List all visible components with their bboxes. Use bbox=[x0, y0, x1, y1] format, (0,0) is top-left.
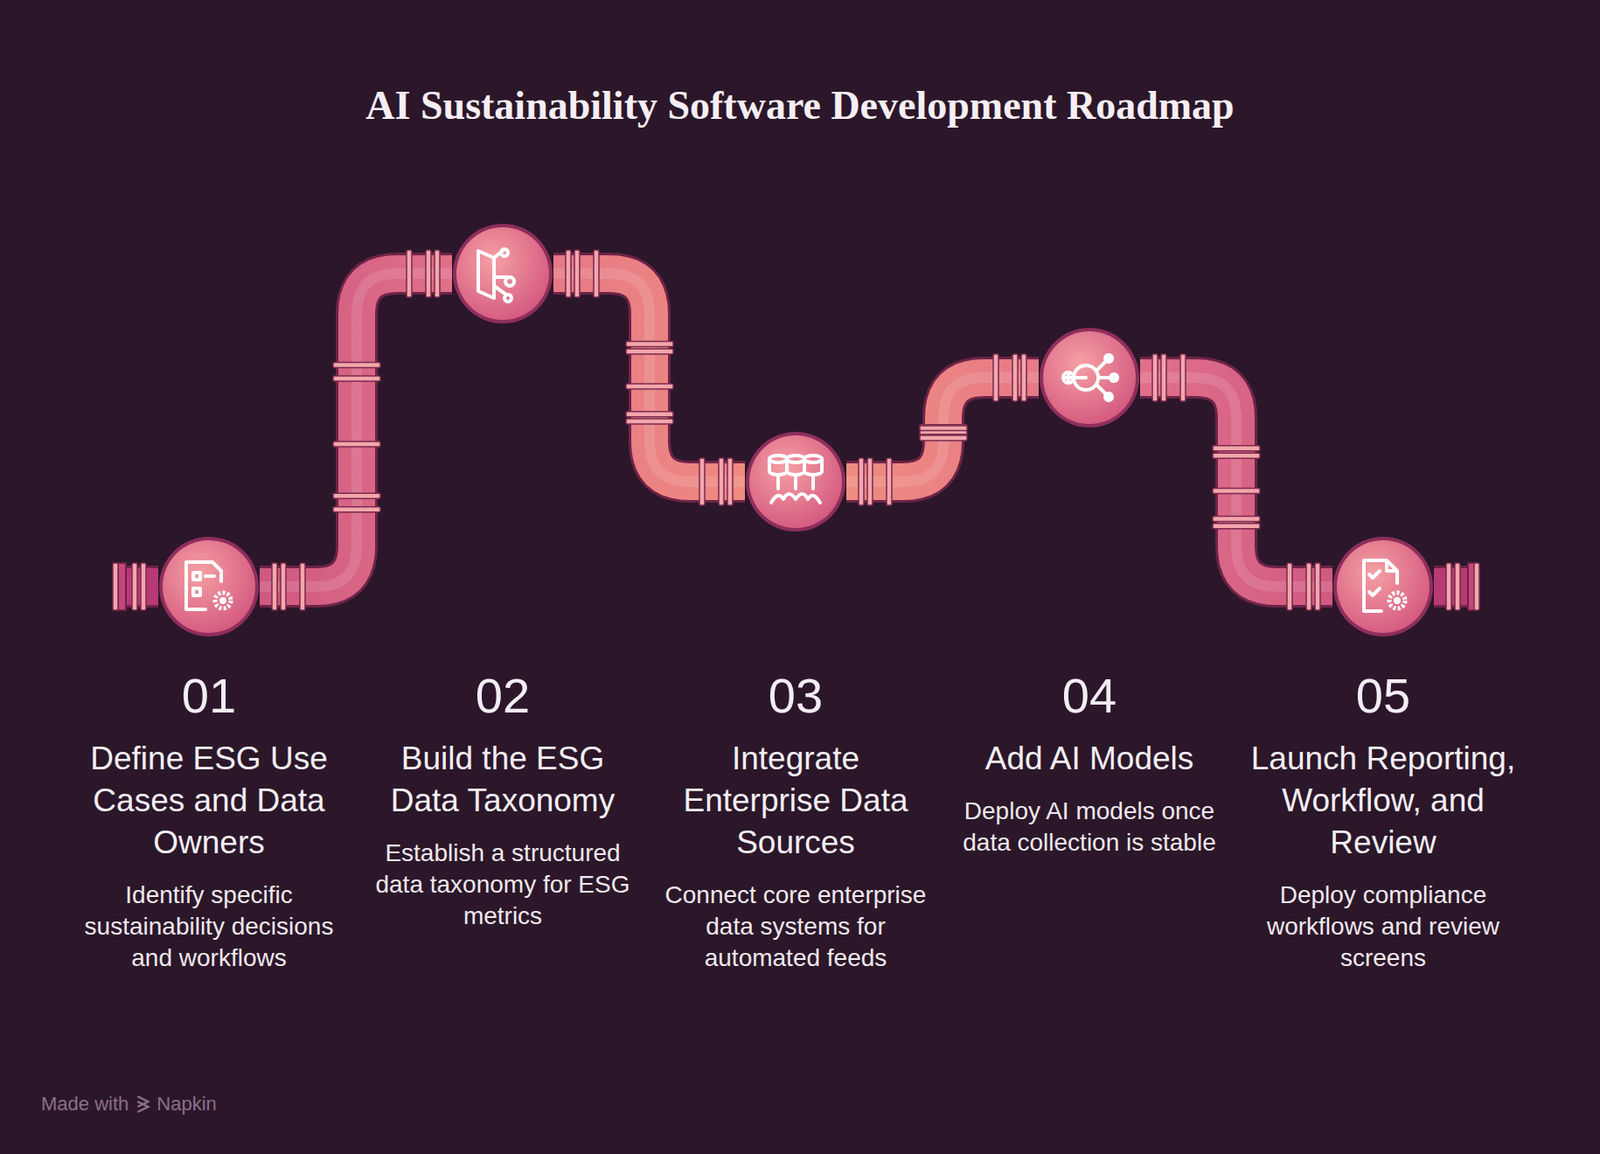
step-node: 03Integrate Enterprise Data SourcesConne… bbox=[744, 431, 847, 533]
pipe-flange bbox=[425, 250, 432, 298]
pipe-flange bbox=[1286, 563, 1293, 611]
pipe-outline bbox=[846, 377, 1039, 482]
step-description: Deploy AI models once data collection is… bbox=[958, 795, 1221, 859]
pipe-flange bbox=[1212, 515, 1260, 522]
pipe-body bbox=[259, 273, 453, 587]
pipe-flange bbox=[1212, 487, 1260, 494]
pipe-flange bbox=[333, 375, 381, 382]
diagram-title: AI Sustainability Software Development R… bbox=[0, 82, 1600, 129]
step-node: 05Launch Reporting, Workflow, and Review… bbox=[1332, 535, 1434, 638]
pipe-flange bbox=[593, 250, 599, 298]
pipe-outline bbox=[553, 273, 745, 482]
pipe-flange bbox=[1012, 354, 1018, 402]
pipe-flange bbox=[1454, 563, 1461, 611]
pipe-flange bbox=[280, 563, 286, 611]
step-icon bbox=[1332, 535, 1434, 638]
step-number: 05 bbox=[1356, 667, 1411, 724]
pipe-flange bbox=[867, 458, 873, 506]
pipe-flange bbox=[626, 341, 674, 348]
napkin-logo bbox=[137, 1096, 148, 1113]
pipe-flange bbox=[699, 458, 705, 506]
step-description: Establish a structured data taxonomy for… bbox=[371, 837, 634, 933]
step-number: 01 bbox=[181, 667, 237, 724]
pipe-flange bbox=[1180, 354, 1186, 402]
pipe-flange bbox=[1474, 563, 1480, 611]
step-node: 01Define ESG Use Cases and Data OwnersId… bbox=[158, 535, 260, 638]
pipe-connector bbox=[1140, 377, 1333, 587]
pipe-flange bbox=[727, 458, 733, 506]
pipe-highlight bbox=[259, 273, 453, 587]
step-number: 04 bbox=[1062, 667, 1117, 724]
step-description: Identify specific sustainability decisio… bbox=[77, 879, 341, 974]
step-heading: Launch Reporting, Workflow, and Review bbox=[1243, 737, 1524, 864]
pipe-flange bbox=[406, 250, 412, 298]
pipe-flange bbox=[574, 250, 580, 298]
watermark: Napkin bbox=[156, 1092, 216, 1116]
pipe-flange bbox=[1212, 523, 1260, 529]
pipe-flange bbox=[718, 458, 724, 506]
pipe-flange bbox=[1212, 445, 1260, 452]
step-description: Connect core enterprise data systems for… bbox=[664, 879, 927, 974]
pipe-flange bbox=[858, 458, 864, 506]
pipe-flange bbox=[112, 563, 119, 611]
pipe-flange bbox=[1161, 354, 1167, 402]
pipe-flange bbox=[271, 563, 278, 611]
pipe-flange bbox=[626, 411, 674, 418]
pipe-highlight bbox=[553, 273, 745, 482]
pipe-body bbox=[1140, 377, 1333, 587]
step-number: 02 bbox=[475, 667, 530, 724]
pipe-body bbox=[553, 273, 745, 482]
pipe-connector bbox=[553, 273, 745, 482]
step-heading: Define ESG Use Cases and Data Owners bbox=[69, 737, 349, 864]
step-icon bbox=[158, 535, 260, 638]
pipe-flange bbox=[626, 348, 674, 355]
pipe-flange bbox=[1314, 563, 1321, 611]
pipe-flange bbox=[333, 362, 381, 369]
pipe-flange bbox=[565, 250, 571, 298]
pipe-flange bbox=[993, 354, 999, 402]
pipe-flange bbox=[1212, 452, 1260, 459]
step-node: 04Add AI ModelsDeploy AI models once dat… bbox=[1038, 326, 1141, 429]
step-heading: Build the ESG Data Taxonomy bbox=[362, 737, 643, 822]
pipe-body bbox=[846, 377, 1039, 482]
step-icon bbox=[452, 222, 554, 325]
pipe-flange bbox=[919, 435, 967, 441]
step-node: 02Build the ESG Data TaxonomyEstablish a… bbox=[452, 222, 554, 325]
pipe-flange bbox=[333, 441, 381, 447]
pipe-flange bbox=[1152, 354, 1158, 402]
step-number: 03 bbox=[768, 667, 823, 724]
pipe-flange bbox=[333, 507, 381, 513]
pipe-cap bbox=[118, 563, 126, 611]
pipe-highlight bbox=[1140, 377, 1333, 587]
pipe-connector bbox=[846, 377, 1039, 482]
step-description: Deploy compliance workflows and review s… bbox=[1252, 879, 1515, 974]
watermark: Made with bbox=[41, 1092, 129, 1116]
pipe-flange bbox=[1021, 354, 1027, 402]
pipe-flange bbox=[626, 383, 674, 390]
pipe-flange bbox=[626, 418, 674, 425]
pipe-flange bbox=[886, 458, 892, 506]
pipe-outline bbox=[1140, 377, 1333, 587]
pipe-outline bbox=[259, 273, 453, 587]
pipe-flange bbox=[132, 563, 138, 611]
pipe-flange bbox=[333, 493, 381, 499]
pipe-highlight bbox=[846, 377, 1039, 482]
step-icon bbox=[744, 431, 847, 533]
step-heading: Integrate Enterprise Data Sources bbox=[655, 737, 936, 864]
step-heading: Add AI Models bbox=[949, 737, 1230, 780]
pipe-flange bbox=[434, 250, 440, 298]
pipe-flange bbox=[1446, 563, 1452, 611]
pipe-flange bbox=[1306, 563, 1312, 611]
step-icon bbox=[1038, 326, 1141, 429]
pipe-flange bbox=[140, 563, 147, 611]
pipe-flange bbox=[299, 563, 306, 611]
pipe-connector bbox=[259, 273, 453, 587]
